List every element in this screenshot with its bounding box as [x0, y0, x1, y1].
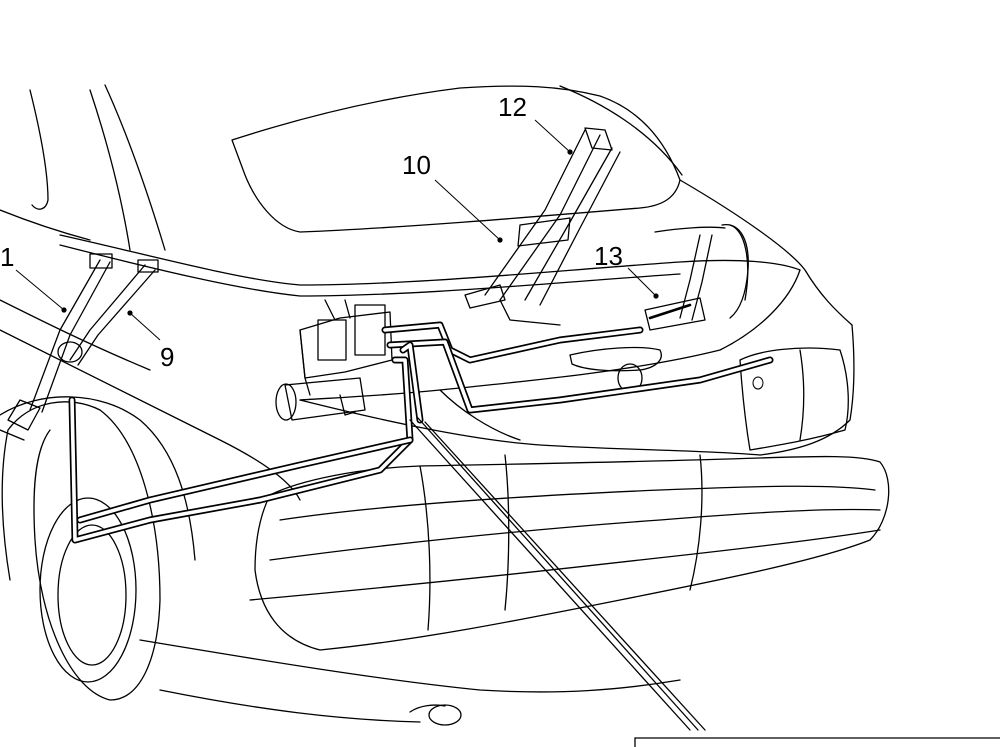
callout-12: 12 — [498, 92, 527, 122]
right-top-cylinder — [644, 224, 749, 331]
callout-13: 13 — [594, 241, 623, 271]
left-top-cylinders — [0, 253, 159, 441]
callout-10: 10 — [402, 150, 431, 180]
hydraulic-pump — [275, 299, 393, 421]
callout-9: 9 — [160, 342, 174, 372]
center-top-cylinders — [464, 127, 621, 326]
callout-1: 1 — [0, 242, 14, 272]
hydraulic-hoses — [68, 321, 774, 544]
car-body — [0, 84, 890, 726]
callout-leaders — [15, 119, 659, 341]
detail-leader — [409, 417, 1000, 747]
